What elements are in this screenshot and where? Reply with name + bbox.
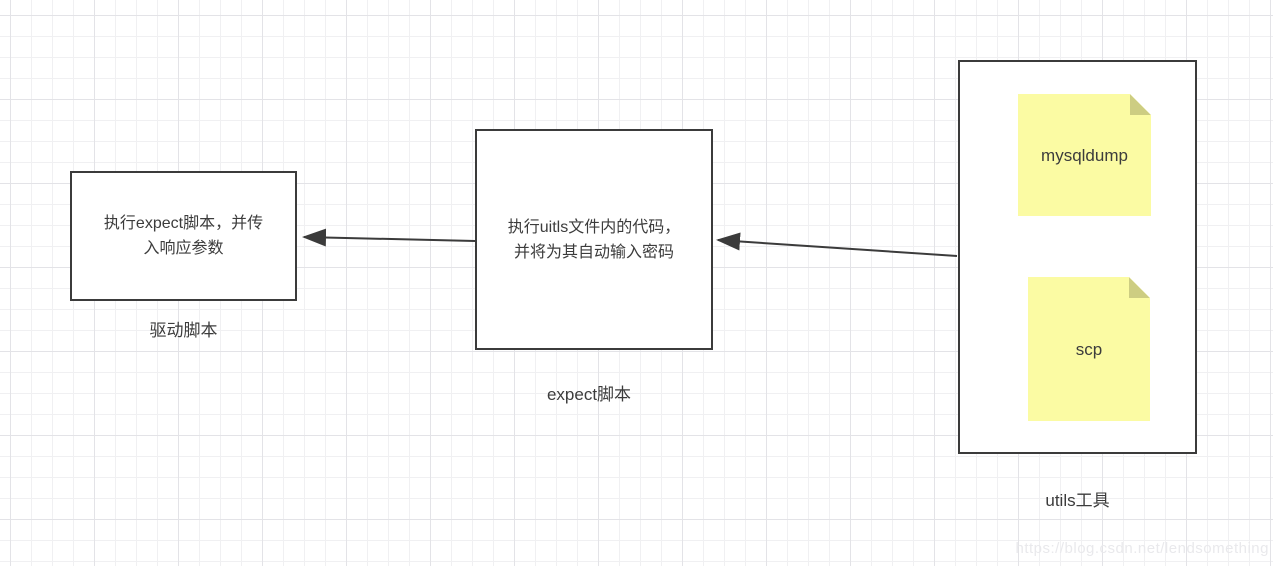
node-driver-text-line2: 入响应参数 <box>143 240 224 257</box>
node-driver-script: 执行expect脚本，并传 入响应参数 <box>70 171 297 301</box>
note-mysqldump-label: mysqldump <box>1041 145 1128 165</box>
node-utils-container: mysqldump scp <box>958 60 1197 454</box>
watermark-url: https://blog.csdn.net/lendsomething <box>1015 540 1269 557</box>
node-expect-script: 执行uitls文件内的代码， 并将为其自动输入密码 <box>475 129 713 350</box>
node-expect-label: expect脚本 <box>546 385 632 404</box>
node-expect-text-line1: 执行uitls文件内的代码， <box>507 218 681 236</box>
note-fold-corner-icon <box>1130 94 1151 115</box>
arrow-expect-to-driver <box>302 228 476 247</box>
note-fold-corner-icon <box>1129 277 1150 298</box>
note-scp-label: scp <box>1075 339 1103 359</box>
arrow-utils-to-expect <box>716 232 958 257</box>
node-utils-label: utils工具 <box>1045 491 1110 510</box>
note-scp: scp <box>1028 277 1150 421</box>
node-driver-text-line1: 执行expect脚本，并传 <box>103 215 264 232</box>
node-expect-text: 执行uitls文件内的代码， 并将为其自动输入密码 <box>508 215 680 265</box>
node-expect-text-line2: 并将为其自动输入密码 <box>513 243 674 261</box>
note-mysqldump: mysqldump <box>1018 94 1151 216</box>
node-driver-label: 驱动脚本 <box>149 321 218 340</box>
node-driver-text: 执行expect脚本，并传 入响应参数 <box>104 211 263 261</box>
